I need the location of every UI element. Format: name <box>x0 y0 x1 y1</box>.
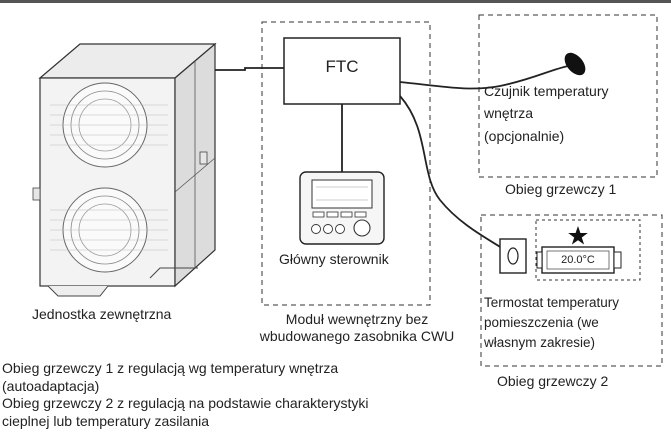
receiver-icon <box>499 238 527 274</box>
connection-outdoor-ftc <box>215 67 284 71</box>
note-line-4: cieplnej lub temperatury zasilania <box>2 412 209 429</box>
main-controller-label: Główny sterownik <box>279 251 389 267</box>
circuit2-label: Obieg grzewczy 2 <box>497 373 609 389</box>
circuit2-boundary <box>480 214 663 367</box>
note-line-3: Obieg grzewczy 2 z regulacją na podstawi… <box>2 395 369 411</box>
ftc-label: FTC <box>325 57 359 76</box>
circuit1-boundary <box>478 14 658 178</box>
note-line-1: Obieg grzewczy 1 z regulacją wg temperat… <box>2 360 339 376</box>
indoor-module-label-2: wbudowanego zasobnika CWU <box>259 328 455 344</box>
fan-grille-lower <box>50 187 168 273</box>
thermostat-display: 20.0°C <box>561 254 595 266</box>
indoor-module-label-1: Moduł wewnętrzny bez <box>285 311 429 327</box>
star-icon <box>568 226 588 245</box>
sensor-label-2: wnętrza <box>484 105 534 121</box>
sensor-label-3: (opcjonalnie) <box>484 128 565 144</box>
fan-grille-upper <box>50 82 168 168</box>
thermostat-label-3: własnym zakresie) <box>484 335 596 350</box>
connection-ftc-thermostat <box>399 95 506 251</box>
main-controller-icon <box>299 171 385 245</box>
thermostat-boundary <box>535 219 641 281</box>
outdoor-unit-icon <box>32 42 217 297</box>
note-line-2: (autoadaptacja) <box>2 377 100 394</box>
connection-ftc-sensor <box>399 65 569 90</box>
thermostat-icon <box>536 246 622 274</box>
temperature-sensor-icon <box>564 52 586 76</box>
indoor-module-boundary <box>261 21 431 306</box>
top-rule <box>0 0 671 3</box>
sensor-label-1: Czujnik temperatury <box>484 83 609 99</box>
thermostat-label-2: pomieszczenia (we <box>484 315 599 330</box>
thermostat-label-1: Termostat temperatury <box>484 295 620 310</box>
circuit1-label: Obieg grzewczy 1 <box>505 181 617 197</box>
outdoor-unit-label: Jednostka zewnętrzna <box>32 306 172 322</box>
